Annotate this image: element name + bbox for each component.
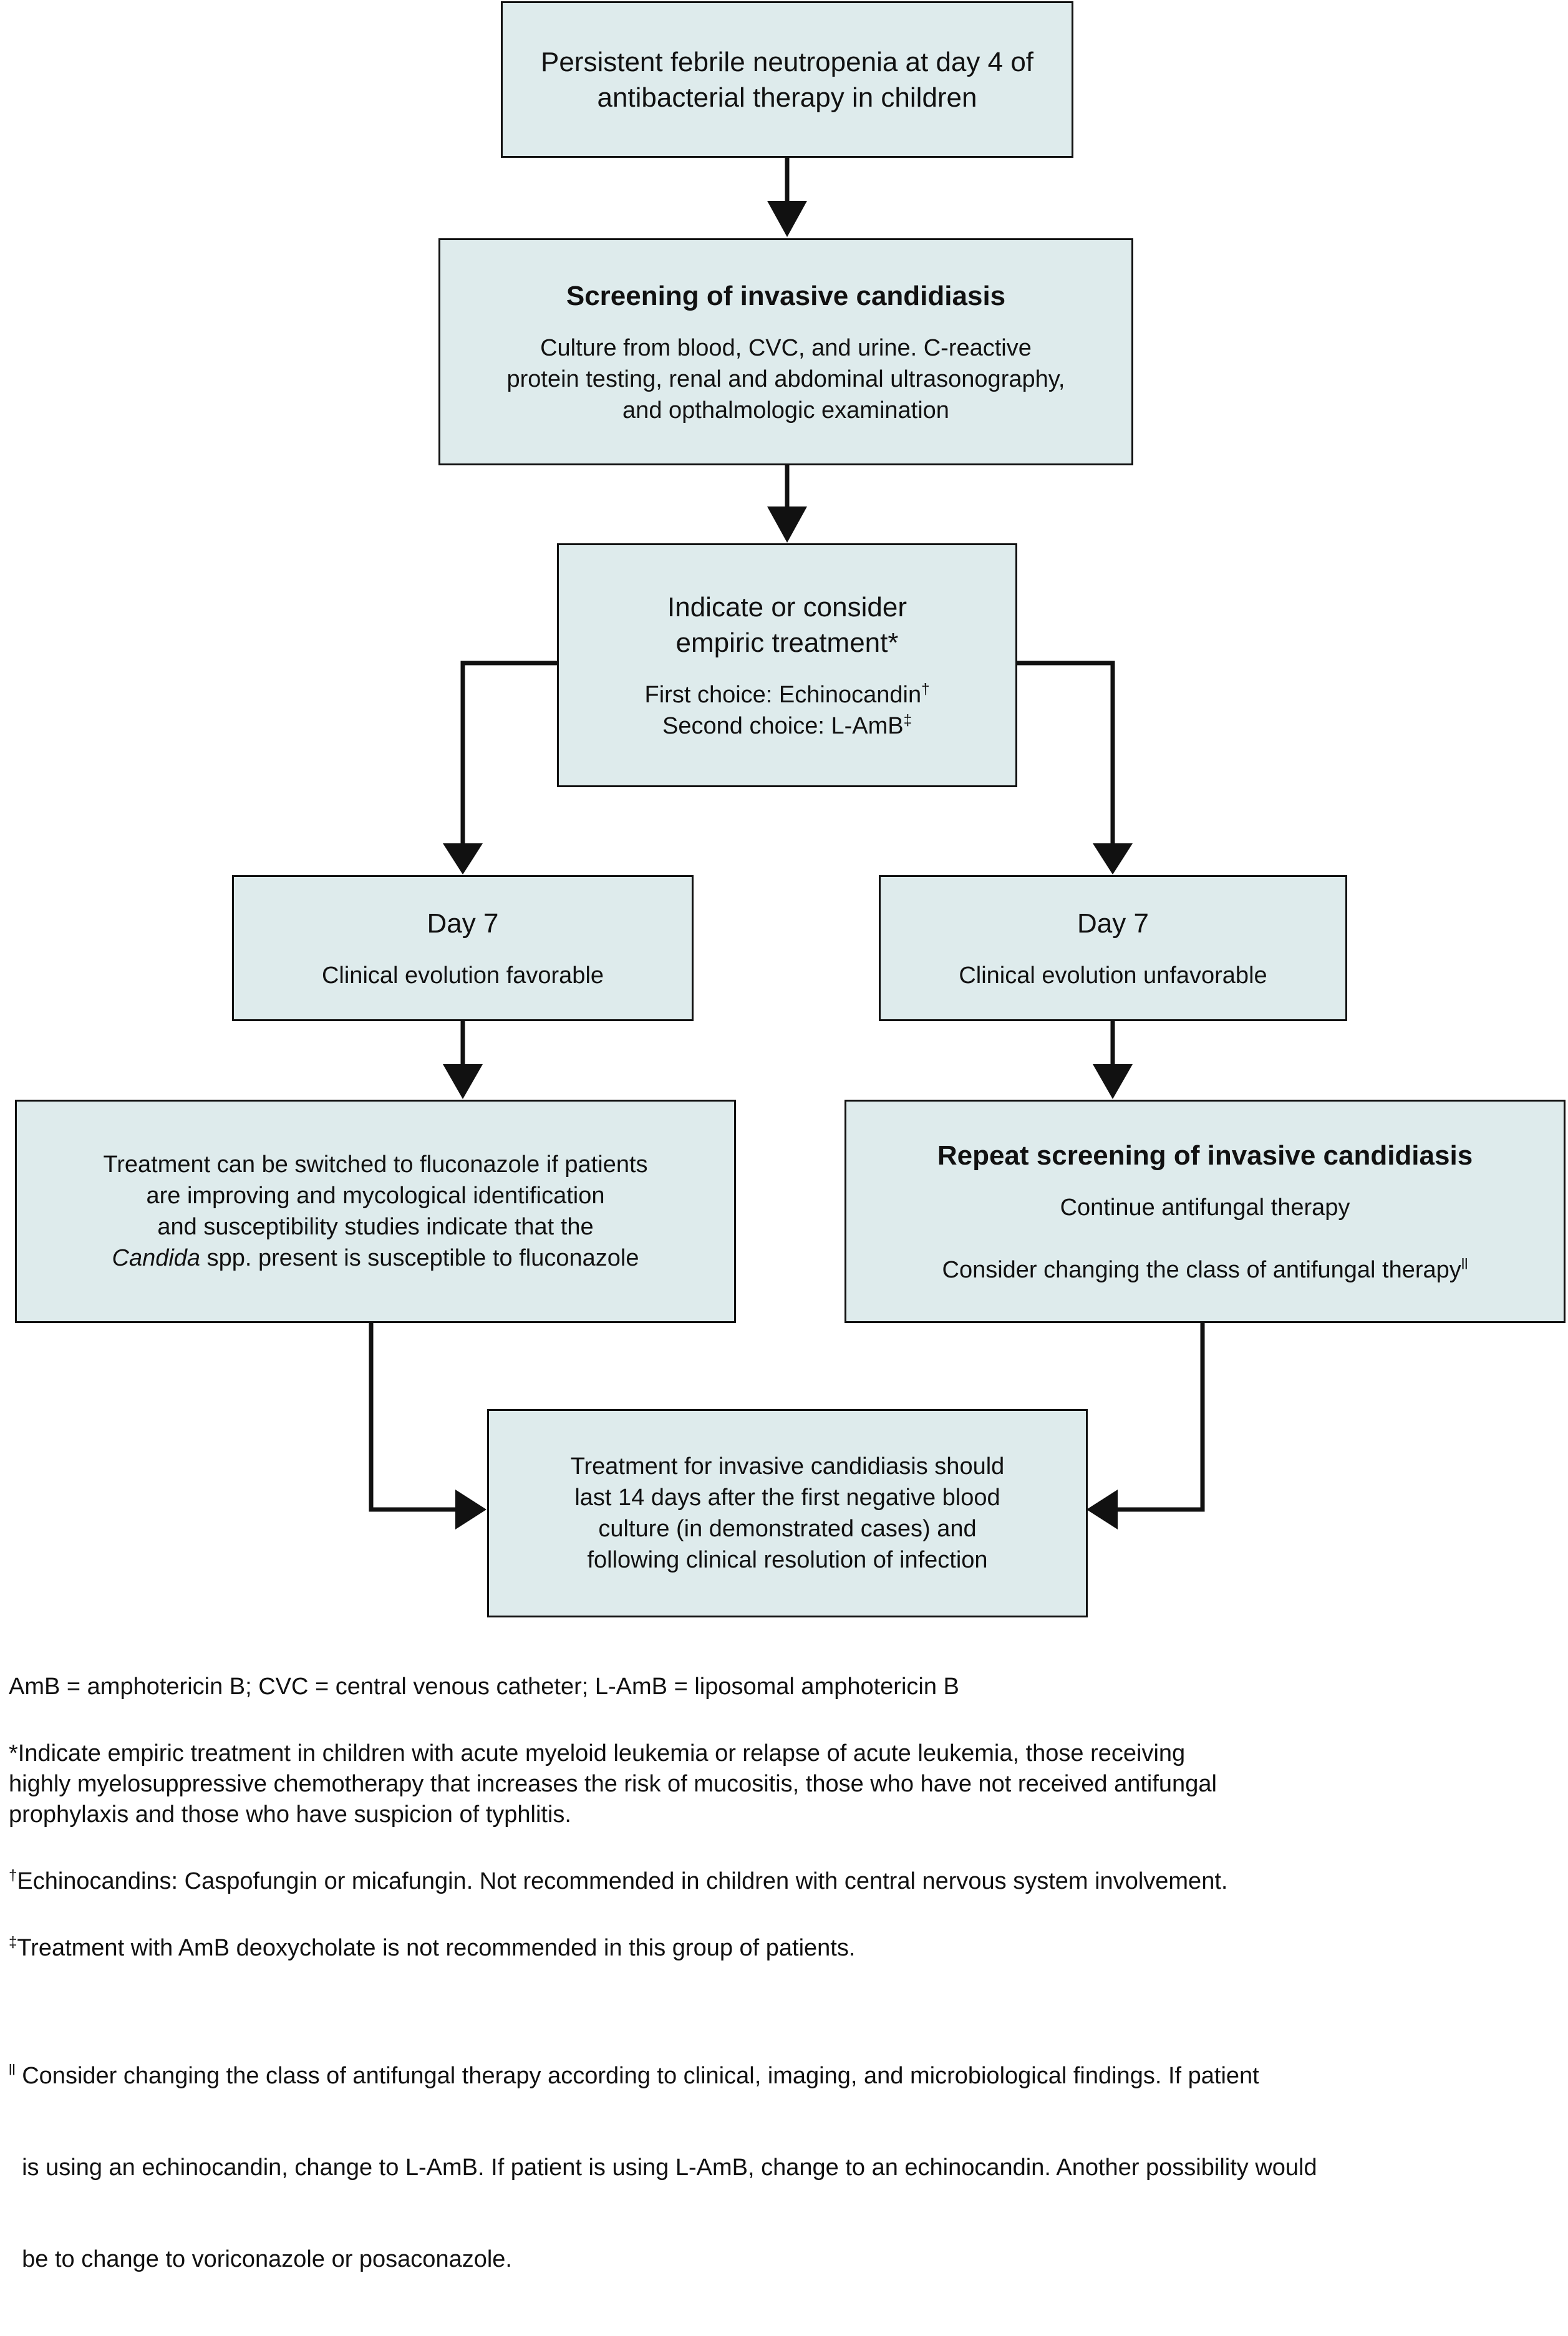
screening-line-2: protein testing, renal and abdominal ult… [506, 366, 1065, 392]
arrowhead-repeat-to-final [1086, 1490, 1118, 1529]
second-choice-text: Second choice: L-AmB [662, 712, 904, 739]
screening-box: Screening of invasive candidiasis Cultur… [438, 238, 1133, 465]
empiric-title-line-1: Indicate or consider [667, 591, 907, 623]
connector-empiric-to-favorable [460, 661, 557, 843]
day7-favorable-day: Day 7 [427, 908, 499, 939]
final-line-4: following clinical resolution of infecti… [587, 1547, 988, 1573]
empiric-footnote-line-2: highly myelosuppressive chemotherapy tha… [9, 1771, 1217, 1797]
arrowhead-favorable-to-switch [443, 1064, 483, 1099]
final-line-1: Treatment for invasive candidiasis shoul… [570, 1453, 1005, 1480]
connector-empiric-to-unfavorable [1017, 661, 1115, 843]
final-treatment-box: Treatment for invasive candidiasis shoul… [487, 1409, 1088, 1617]
empiric-title-line-2: empiric treatment* [675, 627, 899, 658]
amb-footnote: ‡Treatment with AmB deoxycholate is not … [9, 1933, 1556, 1964]
dagger-mark: † [921, 680, 930, 697]
switch-line-4: Candida spp. present is susceptible to f… [112, 1243, 639, 1274]
empiric-footnote-line-1: *Indicate empiric treatment in children … [9, 1740, 1186, 1767]
repeat-line-2: Consider changing the class of antifunga… [942, 1254, 1468, 1286]
day7-unfavorable-text: Clinical evolution unfavorable [959, 962, 1267, 989]
class-change-line-1: ll Consider changing the class of antifu… [9, 2061, 1556, 2091]
amb-footnote-text: Treatment with AmB deoxycholate is not r… [17, 1935, 856, 1961]
repeat-line-2-text: Consider changing the class of antifunga… [942, 1256, 1461, 1283]
arrowhead-screening-to-empiric [767, 506, 807, 543]
empiric-treatment-box: Indicate or consider empiric treatment* … [557, 543, 1017, 787]
screening-line-1: Culture from blood, CVC, and urine. C-re… [540, 334, 1032, 361]
arrowhead-empiric-to-favorable [443, 843, 483, 875]
parallel-footnote-mark: ll [9, 2062, 16, 2079]
double-dagger-mark: ‡ [903, 711, 912, 729]
arrowhead-switch-to-final [455, 1490, 486, 1529]
start-line-2: antibacterial therapy in children [597, 82, 977, 113]
arrowhead-unfavorable-to-repeat [1093, 1064, 1133, 1099]
day7-favorable-text: Clinical evolution favorable [321, 962, 604, 989]
class-change-footnote: ll Consider changing the class of antifu… [9, 2000, 1556, 2336]
echinocandin-footnote-text: Echinocandins: Caspofungin or micafungin… [17, 1868, 1228, 1894]
start-line-1: Persistent febrile neutropenia at day 4 … [540, 46, 1034, 77]
class-change-line-1-text: Consider changing the class of antifunga… [15, 2063, 1259, 2089]
final-line-2: last 14 days after the first negative bl… [574, 1485, 1000, 1511]
flowchart-connectors [369, 157, 1205, 1529]
abbreviations-note: AmB = amphotericin B; CVC = central veno… [9, 1674, 959, 1700]
day7-unfavorable-box: Day 7 Clinical evolution unfavorable [879, 875, 1347, 1021]
echinocandin-footnote: †Echinocandins: Caspofungin or micafungi… [9, 1866, 1556, 1897]
switch-line-2: are improving and mycological identifica… [146, 1183, 605, 1209]
repeat-line-1: Continue antifungal therapy [1060, 1194, 1350, 1221]
screening-title: Screening of invasive candidiasis [566, 280, 1006, 311]
empiric-footnote: *Indicate empiric treatment in children … [9, 1738, 1556, 1830]
candida-italic: Candida [112, 1245, 201, 1271]
footnotes: AmB = amphotericin B; CVC = central veno… [9, 1672, 1556, 2336]
connector-repeat-to-final [1118, 1322, 1205, 1512]
first-choice-text: First choice: Echinocandin [644, 681, 922, 708]
final-line-3: culture (in demonstrated cases) and [598, 1516, 977, 1542]
first-choice-line: First choice: Echinocandin† [645, 679, 930, 710]
arrowhead-start-to-screening [767, 201, 807, 237]
screening-line-3: and opthalmologic examination [622, 397, 949, 424]
double-dagger-footnote-mark: ‡ [9, 1934, 17, 1951]
start-box: Persistent febrile neutropenia at day 4 … [501, 1, 1073, 158]
repeat-screening-box: Repeat screening of invasive candidiasis… [844, 1100, 1566, 1323]
connector-switch-to-final [369, 1322, 455, 1512]
empiric-footnote-line-3: prophylaxis and those who have suspicion… [9, 1801, 571, 1828]
day7-unfavorable-day: Day 7 [1077, 908, 1149, 939]
repeat-title: Repeat screening of invasive candidiasis [937, 1140, 1473, 1171]
second-choice-line: Second choice: L-AmB‡ [662, 710, 912, 742]
dagger-footnote-mark: † [9, 1867, 17, 1884]
arrowhead-empiric-to-unfavorable [1093, 843, 1133, 875]
fluconazole-switch-box: Treatment can be switched to fluconazole… [15, 1100, 736, 1323]
switch-line-4-rest: spp. present is susceptible to fluconazo… [200, 1245, 639, 1271]
day7-favorable-box: Day 7 Clinical evolution favorable [232, 875, 694, 1021]
class-change-line-2: is using an echinocandin, change to L-Am… [9, 2154, 1317, 2181]
class-change-line-3: be to change to voriconazole or posacona… [9, 2246, 512, 2272]
parallel-mark: ll [1461, 1255, 1468, 1272]
switch-line-1: Treatment can be switched to fluconazole… [103, 1151, 648, 1178]
switch-line-3: and susceptibility studies indicate that… [157, 1214, 594, 1240]
